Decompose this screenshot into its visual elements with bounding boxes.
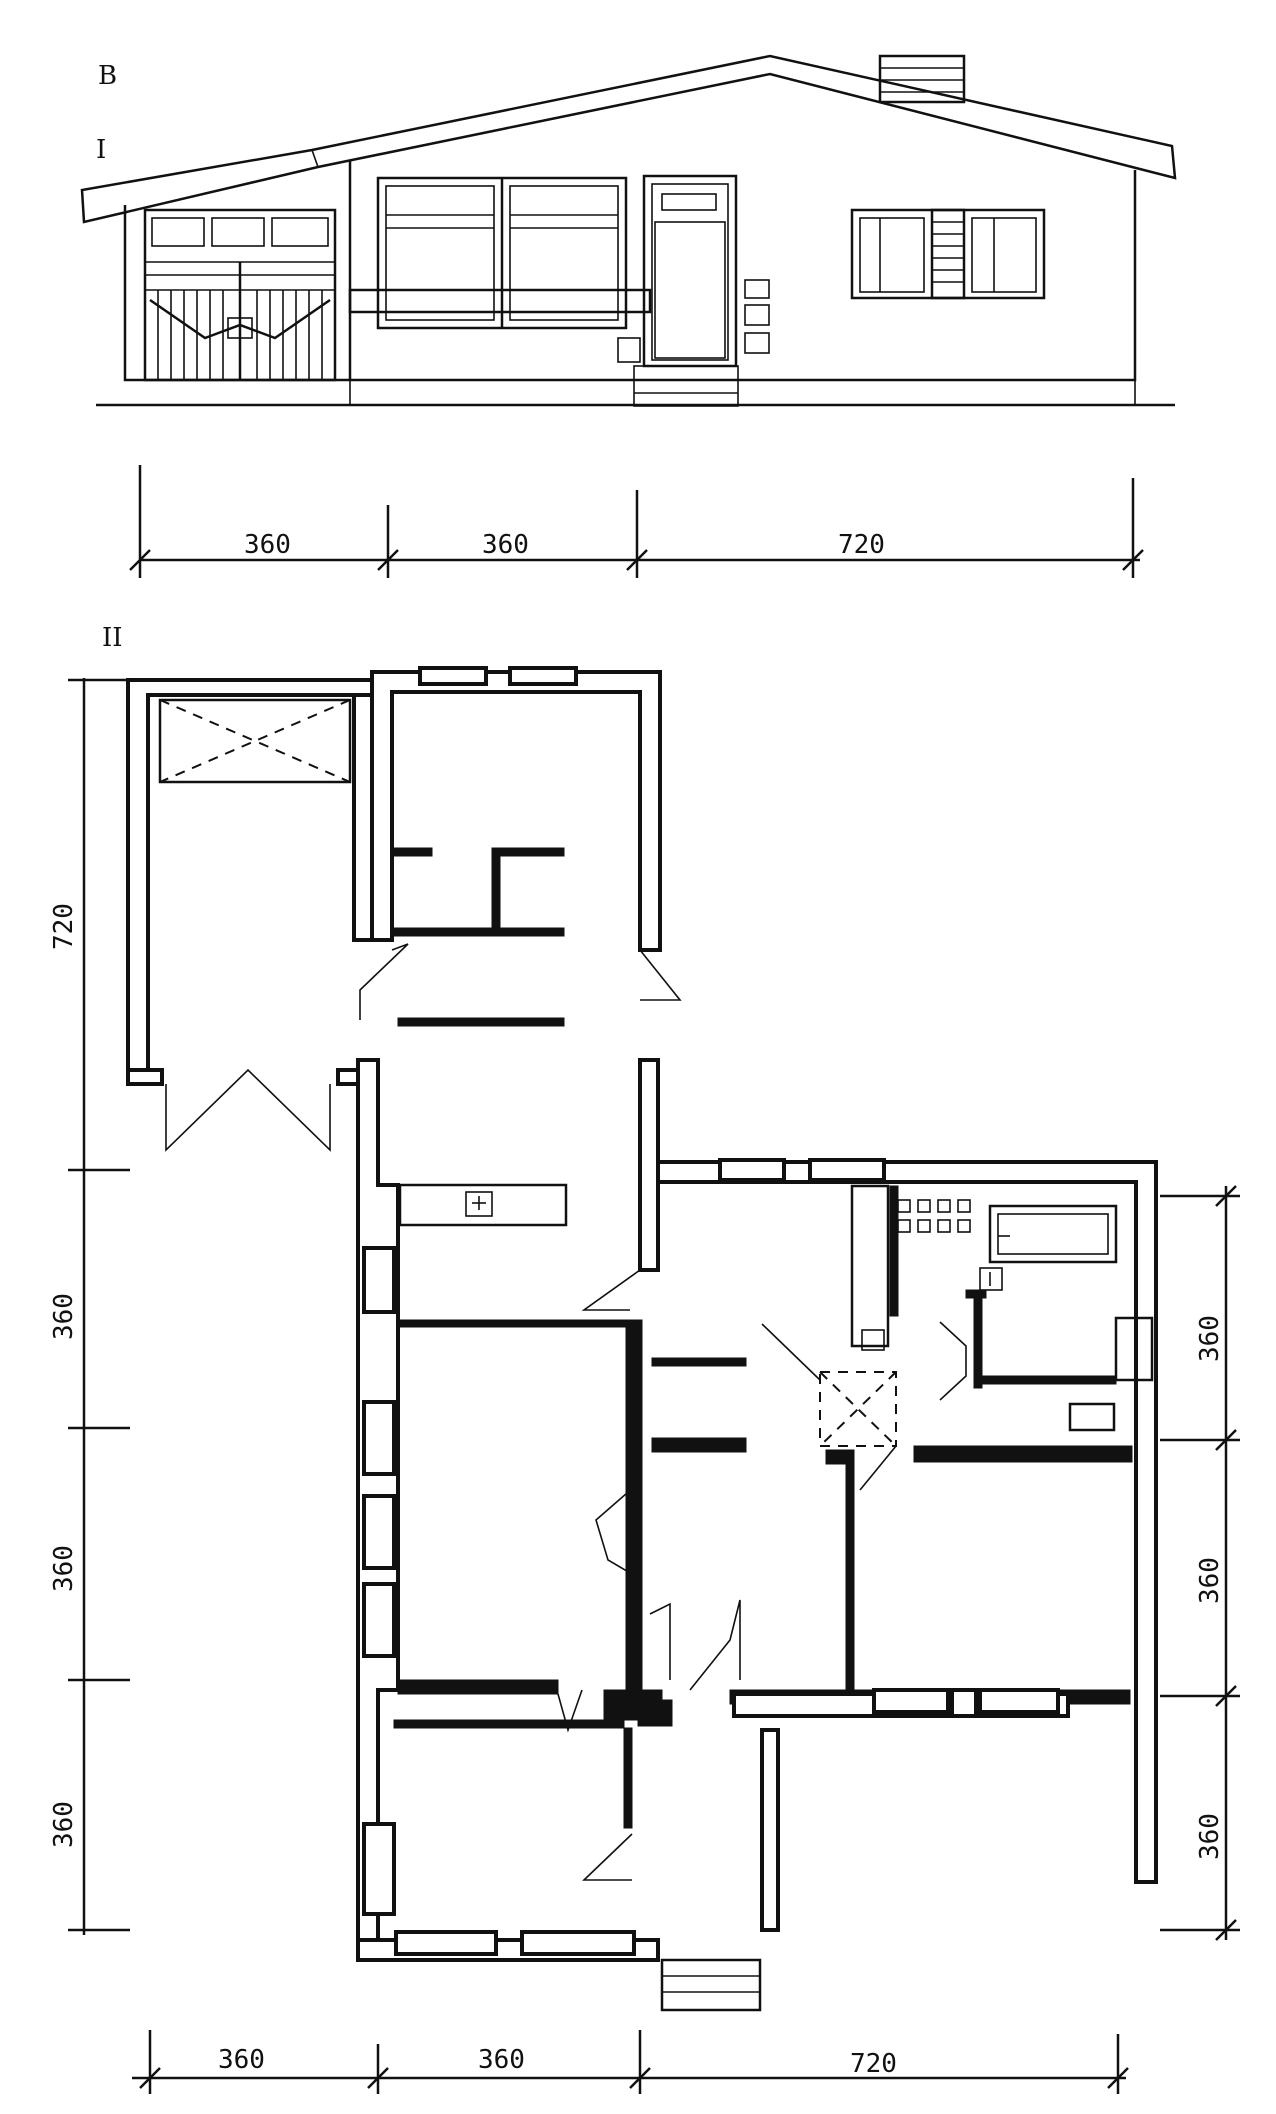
window-planter <box>348 288 652 314</box>
plan-bottom-dimension: 360 360 720 <box>132 2030 1129 2094</box>
elevation-dim-3: 720 <box>838 530 885 560</box>
corner-letter: B <box>98 61 117 91</box>
plan-bottom-dim-3: 720 <box>850 2049 897 2079</box>
chimney <box>878 54 966 104</box>
section-label-elevation: I <box>96 135 106 165</box>
right-bedroom <box>732 1445 1133 1718</box>
elevation-dim-2: 360 <box>482 530 529 560</box>
plan-bottom-dim-1: 360 <box>218 2045 265 2075</box>
entrance-steps <box>633 365 739 407</box>
left-room-walls <box>397 1269 1131 1733</box>
garage <box>126 678 390 1152</box>
front-window-double <box>348 176 652 330</box>
plan-right-dimension: 360 360 360 <box>1160 1185 1240 1941</box>
section-label-plan: II <box>102 623 123 653</box>
plan-right-dim-1: 360 <box>1195 1315 1225 1362</box>
bathroom <box>850 1184 1154 1432</box>
plan-left-dimension: 720 360 360 360 <box>49 678 130 1935</box>
front-elevation <box>80 54 1177 407</box>
garage-door <box>143 208 337 382</box>
kitchen-counter <box>398 1183 568 1227</box>
roof <box>80 54 1177 224</box>
window-shutter <box>930 208 966 300</box>
plan-left-dim-1: 720 <box>49 903 79 950</box>
plan-left-dim-3: 360 <box>49 1545 79 1592</box>
bathroom-tiles <box>897 1199 971 1233</box>
elevation-dimension-line: 360 360 720 <box>129 465 1144 578</box>
plan-bottom-dim-2: 360 <box>478 2045 525 2075</box>
left-windows <box>362 1246 396 1916</box>
plan-right-dim-3: 360 <box>1195 1813 1225 1860</box>
elevation-dim-1: 360 <box>244 530 291 560</box>
side-window <box>850 208 1046 300</box>
roof-joint <box>311 149 319 168</box>
entrance-door <box>617 174 770 407</box>
stair-void <box>761 1323 897 1491</box>
plan-left-dim-2: 360 <box>49 1293 79 1340</box>
main-outer-wall <box>356 1058 1158 1962</box>
upper-room <box>359 666 682 1027</box>
plan-left-dim-4: 360 <box>49 1801 79 1848</box>
garage-pit <box>158 698 352 784</box>
floor-plan <box>126 666 1158 2012</box>
plan-right-dim-2: 360 <box>1195 1557 1225 1604</box>
rear-steps <box>660 1958 762 2012</box>
bottom-room <box>393 1719 780 2012</box>
garage-door-swing <box>165 1068 331 1152</box>
